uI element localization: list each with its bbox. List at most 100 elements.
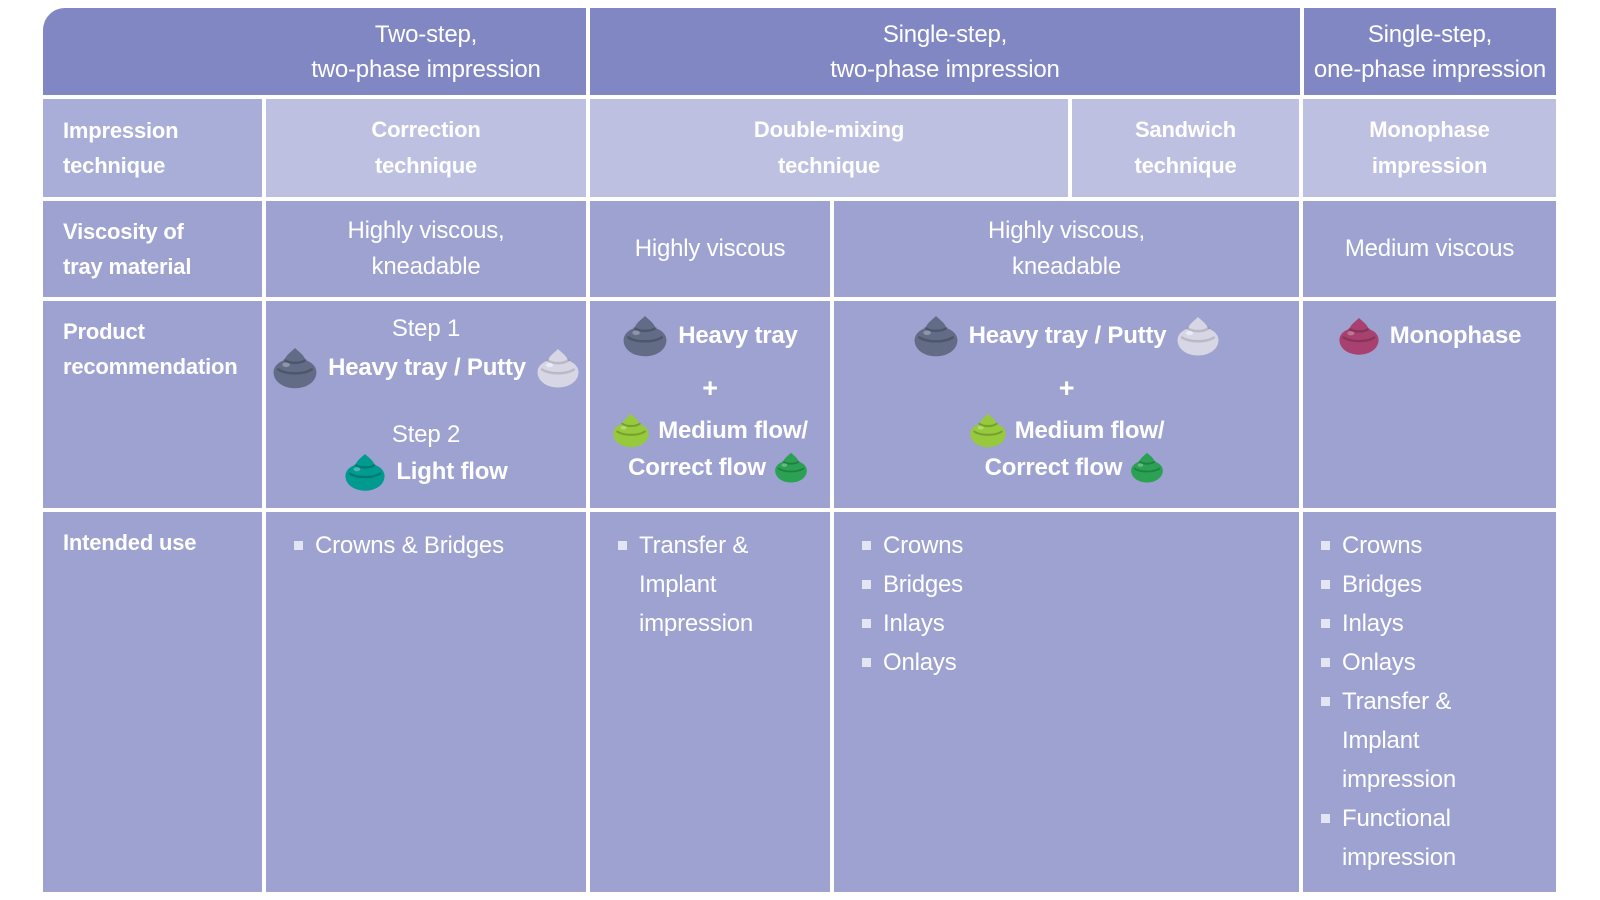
bullet-icon (1321, 619, 1330, 628)
bullet-icon (1321, 580, 1330, 589)
medium-flow-label: Medium flow/ (1014, 416, 1165, 444)
putty-dollop-icon (1176, 316, 1220, 356)
cell-product-sandwich: Heavy tray / Putty + Medium flow/ Correc… (834, 301, 1299, 508)
intended-use-item: Functional impression (1321, 799, 1542, 877)
row-label-viscosity: Viscosity of tray material (43, 201, 262, 297)
intended-use-item: Transfer & Implant impression (618, 526, 816, 643)
correct-flow-line: Correct flow (969, 449, 1165, 486)
correct-flow-line: Correct flow (612, 449, 808, 486)
medium-flow-dollop-icon (612, 413, 650, 448)
monophase-product-line: Monophase (1338, 317, 1522, 355)
correct-flow-dollop-icon (1130, 452, 1164, 483)
impression-techniques-table: Two-step, two-phase impression Single-st… (43, 8, 1556, 892)
heavy-tray-dollop-icon (913, 315, 959, 357)
cell-intended-monophase: Crowns Bridges Inlays Onlays Transfer & … (1303, 512, 1556, 892)
step1-products: Heavy tray / Putty (272, 347, 580, 389)
cell-intended-double-mixing: Transfer & Implant impression (590, 512, 830, 892)
intended-use-text: Inlays (1342, 610, 1404, 637)
monophase-product-label: Monophase (1389, 322, 1522, 350)
impression-technique-row: Impression technique Correction techniqu… (43, 99, 1556, 197)
monophase-dollop-icon (1338, 317, 1380, 355)
plus-sign: + (702, 372, 718, 403)
tray-product-label: Heavy tray / Putty (968, 321, 1167, 349)
cell-viscosity-monophase: Medium viscous (1303, 201, 1556, 297)
intended-use-text: Crowns (1342, 532, 1423, 559)
cell-double-mixing-technique: Double-mixing technique (590, 99, 1068, 197)
bullet-icon (1321, 658, 1330, 667)
tray-product-line: Heavy tray / Putty (913, 315, 1221, 357)
flow-products: Medium flow/ Correct flow (612, 412, 808, 486)
cell-viscosity-double-mixing: Highly viscous (590, 201, 830, 297)
step1-product-label: Heavy tray / Putty (328, 353, 526, 381)
bullet-icon (862, 658, 871, 667)
cell-intended-sandwich: Crowns Bridges Inlays Onlays (834, 512, 1299, 892)
intended-use-text: Crowns (883, 532, 964, 559)
row-label-intended-use: Intended use (43, 512, 262, 892)
correct-flow-label: Correct flow (628, 453, 766, 481)
step2-label: Step 2 (391, 420, 461, 448)
cell-monophase-impression: Monophase impression (1303, 99, 1556, 197)
intended-use-text: Transfer & Implant impression (1342, 688, 1457, 793)
row-label-impression-technique: Impression technique (43, 99, 262, 197)
light-flow-dollop-icon (344, 453, 386, 491)
intended-use-item: Inlays (862, 604, 1285, 643)
row-label-product-recommendation: Product recommendation (43, 301, 262, 508)
intended-use-item: Inlays (1321, 604, 1542, 643)
intended-use-item: Bridges (862, 565, 1285, 604)
viscosity-row: Viscosity of tray material Highly viscou… (43, 201, 1556, 297)
intended-use-text: Onlays (1342, 649, 1416, 676)
cell-correction-technique: Correction technique (266, 99, 586, 197)
header-two-step-two-phase: Two-step, two-phase impression (43, 8, 586, 95)
medium-flow-line: Medium flow/ (612, 412, 808, 449)
cell-product-monophase: Monophase (1303, 301, 1556, 508)
intended-use-text: Functional impression (1342, 805, 1457, 871)
intended-use-item: Transfer & Implant impression (1321, 682, 1542, 799)
intended-use-text: Inlays (883, 610, 945, 637)
intended-use-item: Onlays (862, 643, 1285, 682)
product-recommendation-row: Product recommendation Step 1 Heavy tray… (43, 301, 1556, 508)
intended-use-text: Onlays (883, 649, 957, 676)
intended-use-item: Crowns (1321, 526, 1542, 565)
intended-use-text: Transfer & Implant impression (639, 532, 754, 637)
bullet-icon (1321, 697, 1330, 706)
intended-use-text: Bridges (1342, 571, 1422, 598)
step2-products: Light flow (344, 453, 508, 491)
correct-flow-dollop-icon (774, 452, 808, 483)
cell-sandwich-technique: Sandwich technique (1072, 99, 1299, 197)
cell-intended-correction: Crowns & Bridges (266, 512, 586, 892)
bullet-icon (294, 541, 303, 550)
cell-viscosity-correction: Highly viscous, kneadable (266, 201, 586, 297)
bullet-icon (862, 541, 871, 550)
bullet-icon (862, 619, 871, 628)
medium-flow-dollop-icon (969, 413, 1007, 448)
intended-use-item: Bridges (1321, 565, 1542, 604)
tray-product-label: Heavy tray (678, 321, 798, 349)
plus-sign: + (1058, 372, 1075, 403)
intended-use-item: Crowns & Bridges (294, 526, 572, 565)
intended-use-text: Bridges (883, 571, 963, 598)
intended-use-item: Onlays (1321, 643, 1542, 682)
step2-product-label: Light flow (396, 457, 508, 485)
intended-use-item: Crowns (862, 526, 1285, 565)
heavy-tray-dollop-icon (272, 347, 318, 389)
cell-product-correction: Step 1 Heavy tray / Putty Step 2 Light f (266, 301, 586, 508)
flow-products: Medium flow/ Correct flow (969, 412, 1165, 486)
putty-dollop-icon (536, 348, 580, 388)
header-single-step-one-phase: Single-step, one-phase impression (1304, 8, 1556, 95)
intended-use-text: Crowns & Bridges (315, 532, 504, 559)
intended-use-row: Intended use Crowns & Bridges Transfer &… (43, 512, 1556, 892)
bullet-icon (862, 580, 871, 589)
header-single-step-two-phase: Single-step, two-phase impression (590, 8, 1300, 95)
cell-viscosity-sandwich: Highly viscous, kneadable (834, 201, 1299, 297)
medium-flow-line: Medium flow/ (969, 412, 1165, 449)
cell-product-double-mixing: Heavy tray + Medium flow/ Correct flow (590, 301, 830, 508)
tray-product-line: Heavy tray (622, 315, 798, 357)
medium-flow-label: Medium flow/ (658, 416, 808, 444)
bullet-icon (1321, 814, 1330, 823)
heavy-tray-dollop-icon (622, 315, 668, 357)
correct-flow-label: Correct flow (984, 453, 1123, 481)
bullet-icon (618, 541, 627, 550)
header-row: Two-step, two-phase impression Single-st… (43, 8, 1556, 95)
step1-label: Step 1 (391, 315, 461, 342)
